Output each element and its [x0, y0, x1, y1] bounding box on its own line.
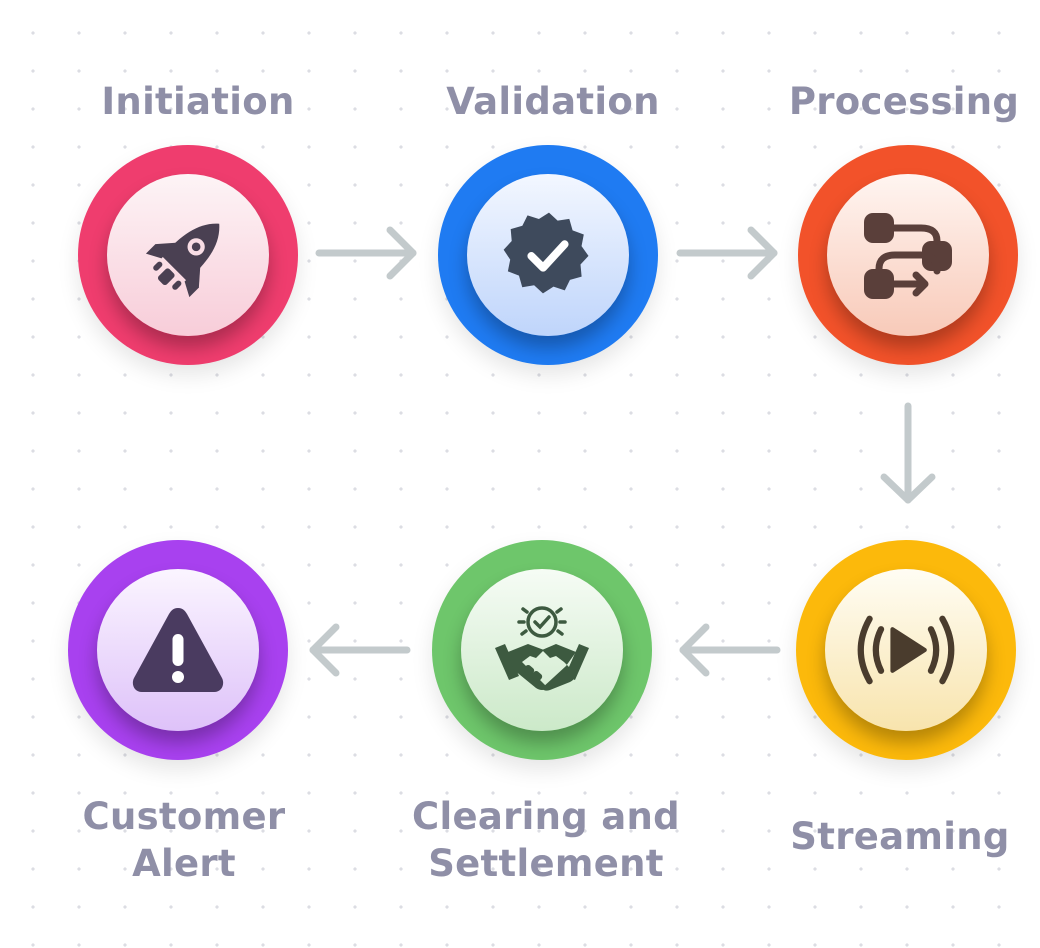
step-label-customer-alert: Customer Alert: [68, 793, 300, 887]
verified-badge-icon: [503, 212, 589, 294]
step-alert-inner: [97, 569, 259, 731]
arrow-initiation-to-validation: [315, 226, 417, 280]
step-label-clearing-settlement: Clearing and Settlement: [400, 793, 692, 887]
arrow-validation-to-processing: [676, 226, 778, 280]
step-initiation: [78, 145, 298, 365]
step-label-streaming: Streaming: [790, 815, 1010, 858]
step-label-alert-line1: Customer: [82, 795, 286, 838]
rocket-icon: [145, 223, 220, 298]
workflow-icon: [864, 213, 952, 299]
step-label-clearing-line2: Settlement: [428, 842, 664, 885]
streaming-icon: [857, 615, 955, 685]
step-label-initiation: Initiation: [101, 80, 295, 123]
step-label-clearing-line1: Clearing and: [412, 795, 680, 838]
step-clearing-settlement: [432, 540, 652, 760]
warning-icon: [132, 608, 224, 692]
arrow-processing-to-streaming: [880, 402, 936, 504]
step-customer-alert: [68, 540, 288, 760]
step-validation-inner: [467, 174, 629, 336]
step-label-alert-line2: Alert: [132, 842, 236, 885]
arrow-clearing-to-alert: [309, 623, 411, 677]
step-initiation-inner: [107, 174, 269, 336]
handshake-icon: [495, 606, 589, 691]
step-label-validation: Validation: [446, 80, 660, 123]
step-clearing-inner: [461, 569, 623, 731]
step-processing-inner: [827, 174, 989, 336]
step-streaming: [796, 540, 1016, 760]
arrow-streaming-to-clearing: [679, 623, 781, 677]
step-streaming-inner: [825, 569, 987, 731]
step-label-processing: Processing: [788, 80, 1020, 123]
step-processing: [798, 145, 1018, 365]
step-validation: [438, 145, 658, 365]
